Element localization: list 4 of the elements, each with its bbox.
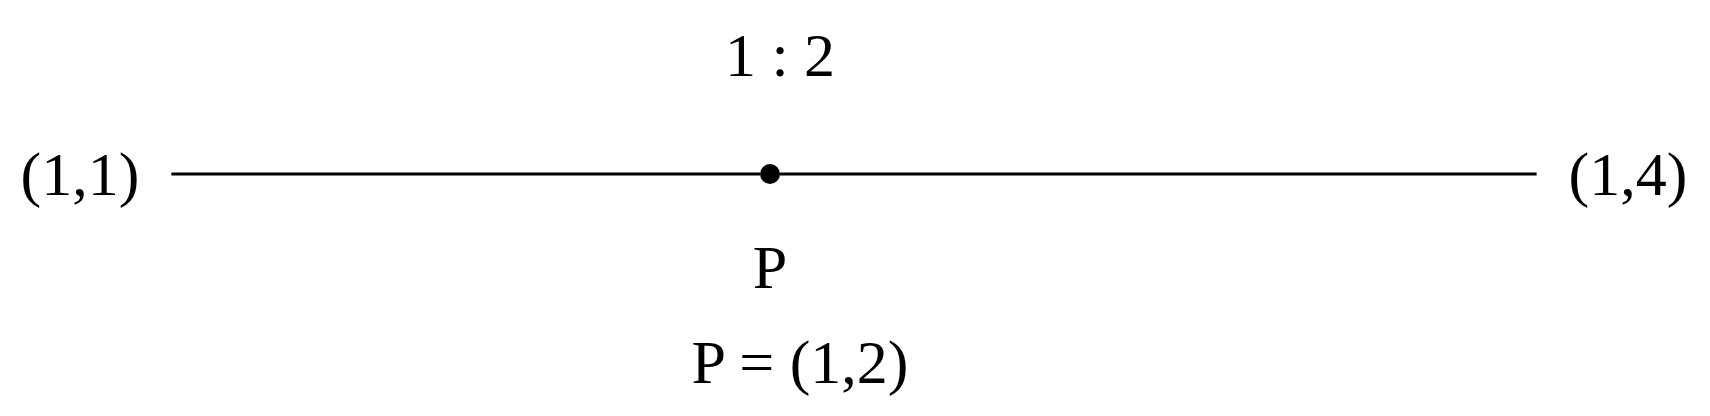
line-segment xyxy=(780,172,1537,176)
point-label: P xyxy=(752,236,788,298)
ratio-label: 1 : 2 xyxy=(724,24,836,86)
line-segment xyxy=(171,172,760,176)
